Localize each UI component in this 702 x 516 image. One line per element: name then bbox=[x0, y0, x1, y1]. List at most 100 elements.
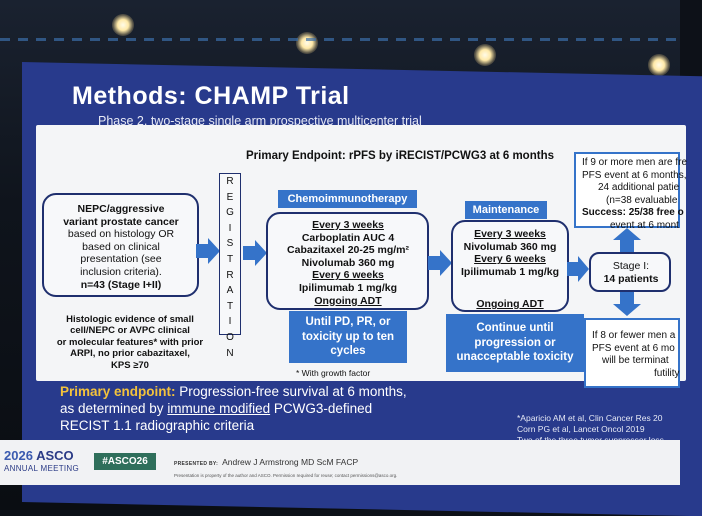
registration-letter: R bbox=[226, 269, 234, 281]
histology-line: or molecular features* with prior bbox=[56, 336, 204, 348]
regimen-line: Nivolumab 360 mg bbox=[463, 240, 557, 253]
reference-line: Corn PG et al, Lancet Oncol 2019 bbox=[517, 424, 645, 435]
histology-line: ARPI, no prior cabazitaxel, bbox=[70, 348, 190, 360]
arrow-right-icon bbox=[428, 250, 452, 276]
registration-letter: O bbox=[226, 331, 234, 343]
slide-title: Methods: CHAMP Trial bbox=[72, 82, 350, 110]
chemo-regimen-text: Every 3 weeks Carboplatin AUC 4 Cabazita… bbox=[270, 219, 426, 307]
hashtag-badge: #ASCO26 bbox=[94, 453, 156, 470]
criteria-line: (n=38 evaluable bbox=[606, 194, 678, 206]
maintenance-adt: Ongoing ADT bbox=[476, 298, 544, 310]
duration-line: unacceptable toxicity bbox=[456, 351, 574, 364]
registration-letter: T bbox=[226, 253, 234, 265]
stage-truss bbox=[0, 38, 680, 41]
eligibility-line: presentation (see bbox=[80, 253, 162, 266]
criteria-line: 24 additional patie bbox=[598, 182, 680, 193]
eligibility-line: NEPC/aggressive bbox=[77, 203, 165, 215]
ceiling-light bbox=[648, 54, 670, 76]
regimen-line: Ongoing ADT bbox=[314, 294, 382, 307]
duration-line: cycles bbox=[330, 345, 366, 358]
eligibility-line: based on histology OR bbox=[67, 228, 175, 241]
regimen-line: Nivolumab 360 mg bbox=[301, 256, 395, 269]
histology-line: KPS ≥70 bbox=[111, 359, 149, 371]
primary-endpoint-text: as determined by bbox=[60, 400, 168, 416]
criteria-line: futility bbox=[654, 367, 680, 379]
primary-endpoint-header: Primary Endpoint: rPFS by iRECIST/PCWG3 … bbox=[246, 150, 554, 162]
presenter-credit: PRESENTED BY:Andrew J Armstrong MD ScM F… bbox=[174, 457, 358, 467]
chemo-duration-box: Until PD, PR, or toxicity up to ten cycl… bbox=[289, 311, 407, 363]
ceiling-light bbox=[296, 32, 318, 54]
eligibility-text: NEPC/aggressive variant prostate cancer … bbox=[46, 203, 196, 291]
regimen-line: Ipilimumab 1 mg/kg bbox=[460, 265, 560, 278]
stage-one-box bbox=[589, 252, 671, 292]
maintenance-regimen-text: Every 3 weeks Nivolumab 360 mg Every 6 w… bbox=[453, 228, 567, 278]
legal-notice: Presentation is property of the author a… bbox=[174, 473, 398, 478]
regimen-line: Cabazitaxel 20-25 mg/m² bbox=[287, 244, 409, 257]
arrow-down-icon bbox=[613, 292, 641, 316]
chemoimmunotherapy-label: Chemoimmunotherapy bbox=[278, 190, 417, 208]
eligibility-line: variant prostate cancer bbox=[63, 215, 179, 228]
reference-line: *Aparicio AM et al, Clin Cancer Res 20 bbox=[517, 413, 663, 423]
annual-meeting-label: ANNUAL MEETING bbox=[4, 464, 80, 473]
arrow-right-icon bbox=[243, 240, 267, 266]
meeting-year: 2026 bbox=[4, 448, 33, 463]
presenter-name: Andrew J Armstrong MD ScM FACP bbox=[222, 457, 359, 467]
ceiling-light bbox=[474, 44, 496, 66]
duration-line: Continue until bbox=[476, 321, 554, 334]
criteria-line: If 8 or fewer men a bbox=[592, 330, 676, 341]
duration-line: Until PD, PR, or bbox=[305, 315, 391, 328]
criteria-line: will be terminat bbox=[602, 355, 669, 366]
registration-letter: A bbox=[226, 285, 234, 297]
registration-letter: G bbox=[226, 207, 234, 219]
histology-line: Histologic evidence of small bbox=[66, 314, 194, 325]
primary-endpoint-text: PCWG3-defined bbox=[270, 400, 373, 416]
regimen-line: Carboplatin AUC 4 bbox=[301, 231, 395, 244]
expansion-criteria-box: If 9 or more men are fre PFS event at 6 … bbox=[574, 152, 688, 231]
regimen-line: Every 6 weeks bbox=[312, 269, 384, 282]
primary-endpoint-text: Progression-free survival at 6 months, bbox=[175, 384, 407, 399]
futility-criteria-box: If 8 or fewer men a PFS event at 6 mo wi… bbox=[584, 318, 680, 388]
regimen-line: Every 3 weeks bbox=[312, 219, 384, 231]
stage-one-text: Stage I: 14 patients bbox=[591, 260, 671, 285]
primary-endpoint-statement: Primary endpoint: Progression-free survi… bbox=[60, 384, 407, 435]
asco-logo: 2026 ASCO bbox=[4, 448, 74, 463]
slide-subtitle: Phase 2, two-stage single arm prospectiv… bbox=[98, 114, 422, 128]
registration-letter: T bbox=[226, 300, 234, 312]
presented-by-label: PRESENTED BY: bbox=[174, 461, 219, 467]
registration-letter: I bbox=[228, 222, 232, 234]
asco-wordmark: ASCO bbox=[36, 448, 74, 463]
regimen-line: Every 3 weeks bbox=[474, 228, 546, 240]
regimen-line: Ipilimumab 1 mg/kg bbox=[298, 281, 398, 294]
stage-line: 14 patients bbox=[603, 272, 659, 285]
registration-letter: S bbox=[226, 238, 234, 250]
duration-line: progression or bbox=[474, 336, 556, 349]
histology-line: cell/NEPC or AVPC clinical bbox=[70, 325, 190, 337]
primary-endpoint-text: immune modified bbox=[167, 400, 271, 416]
criteria-line: event at 6 mont bbox=[610, 219, 679, 231]
maintenance-label: Maintenance bbox=[465, 201, 547, 219]
primary-endpoint-label: Primary endpoint: bbox=[60, 384, 176, 399]
criteria-line: If 9 or more men are fre bbox=[582, 157, 688, 168]
registration-column: R E G I S T R A T I O N bbox=[219, 173, 241, 359]
regimen-line: Every 6 weeks bbox=[474, 253, 546, 266]
registration-letter: I bbox=[228, 316, 232, 328]
criteria-line: PFS event at 6 mo bbox=[592, 342, 675, 354]
registration-letter: E bbox=[226, 191, 234, 203]
duration-line: toxicity up to ten bbox=[302, 330, 394, 343]
criteria-line: PFS event at 6 months, bbox=[582, 169, 687, 181]
maintenance-regimen-box bbox=[451, 220, 569, 312]
arrow-right-icon bbox=[567, 256, 589, 282]
histology-note: Histologic evidence of small cell/NEPC o… bbox=[50, 314, 210, 371]
registration-letter: N bbox=[226, 347, 234, 359]
primary-endpoint-text: RECIST 1.1 radiographic criteria bbox=[60, 417, 255, 433]
criteria-line: Success: 25/38 free o bbox=[582, 207, 684, 218]
registration-letter: R bbox=[226, 176, 234, 187]
eligibility-line: based on clinical bbox=[82, 240, 160, 253]
growth-factor-note: * With growth factor bbox=[296, 368, 371, 378]
chemo-regimen-box bbox=[266, 212, 429, 310]
maintenance-duration-box: Continue until progression or unacceptab… bbox=[446, 314, 584, 372]
eligibility-line: n=43 (Stage I+II) bbox=[80, 278, 162, 291]
stage-line: Stage I: bbox=[612, 260, 650, 272]
arrow-right-icon bbox=[196, 238, 220, 264]
arrow-up-icon bbox=[613, 228, 641, 252]
